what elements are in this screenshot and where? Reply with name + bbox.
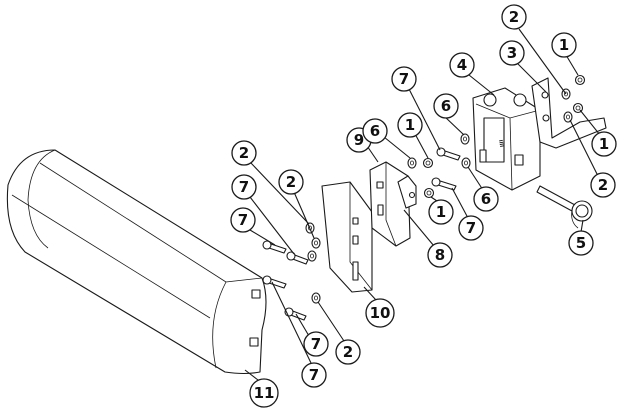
callout-2-bottom: 2 xyxy=(335,339,361,365)
bracket-part-10 xyxy=(321,181,373,293)
callout-1-right-label: 1 xyxy=(599,135,609,153)
callout-7-mid: 7 xyxy=(458,215,484,241)
callout-6-lower: 6 xyxy=(473,186,499,212)
callout-7-bottom: 7 xyxy=(303,331,329,357)
callout-1-low-label: 1 xyxy=(436,203,446,221)
callout-7-left-a: 7 xyxy=(231,174,257,200)
callout-7-mid-label: 7 xyxy=(466,219,476,237)
callout-7-left-b-label: 7 xyxy=(238,211,248,229)
callout-1-low: 1 xyxy=(428,199,454,225)
callout-10-label: 10 xyxy=(370,304,391,322)
callout-5-label: 5 xyxy=(576,234,586,252)
leader-lines xyxy=(244,28,601,381)
callout-6-upper: 6 xyxy=(433,93,459,119)
callout-6-lower-label: 6 xyxy=(481,190,491,208)
housing-part-11 xyxy=(6,149,267,375)
callout-2-left-b: 2 xyxy=(278,169,304,195)
callout-3: 3 xyxy=(499,40,525,66)
callout-2-left-b-label: 2 xyxy=(286,173,296,191)
callout-4-label: 4 xyxy=(457,56,467,74)
callout-7-left-a-label: 7 xyxy=(239,178,249,196)
callout-2-right: 2 xyxy=(590,172,616,198)
actuator-block-part-4: IIII xyxy=(472,87,541,191)
callout-10: 10 xyxy=(365,298,395,328)
callout-11: 11 xyxy=(249,378,279,408)
callout-8-label: 8 xyxy=(435,246,445,264)
callout-1-right: 1 xyxy=(591,131,617,157)
callout-2-top-label: 2 xyxy=(509,8,519,26)
callout-9-label: 9 xyxy=(354,131,364,149)
callout-1-top: 1 xyxy=(551,32,577,58)
callout-2-bottom-label: 2 xyxy=(343,343,353,361)
callout-2-top: 2 xyxy=(501,4,527,30)
plate-part-3 xyxy=(531,77,607,149)
callout-4: 4 xyxy=(449,52,475,78)
screws-part-7 xyxy=(262,147,461,321)
callout-2-left-a-label: 2 xyxy=(239,144,249,162)
bracket-part-9 xyxy=(369,161,417,247)
callout-2-right-label: 2 xyxy=(598,176,608,194)
callout-1-mid: 1 xyxy=(397,112,423,138)
callout-7-upper: 7 xyxy=(391,66,417,92)
callout-1-top-label: 1 xyxy=(559,36,569,54)
callout-7-lowest: 7 xyxy=(301,362,327,388)
stamp-label: IIII xyxy=(497,139,504,148)
callout-3-label: 3 xyxy=(507,44,517,62)
callout-6-left: 6 xyxy=(362,118,388,144)
callout-8: 8 xyxy=(427,242,453,268)
callout-6-upper-label: 6 xyxy=(441,97,451,115)
callout-7-bottom-label: 7 xyxy=(311,335,321,353)
callout-1-mid-label: 1 xyxy=(405,116,415,134)
callout-6-left-label: 6 xyxy=(370,122,380,140)
shaft-part-5 xyxy=(536,185,593,229)
callout-7-left-b: 7 xyxy=(230,207,256,233)
callout-7-lowest-label: 7 xyxy=(309,366,319,384)
callout-11-label: 11 xyxy=(254,384,275,402)
callout-7-upper-label: 7 xyxy=(399,70,409,88)
callout-5: 5 xyxy=(568,230,594,256)
callout-2-left-a: 2 xyxy=(231,140,257,166)
